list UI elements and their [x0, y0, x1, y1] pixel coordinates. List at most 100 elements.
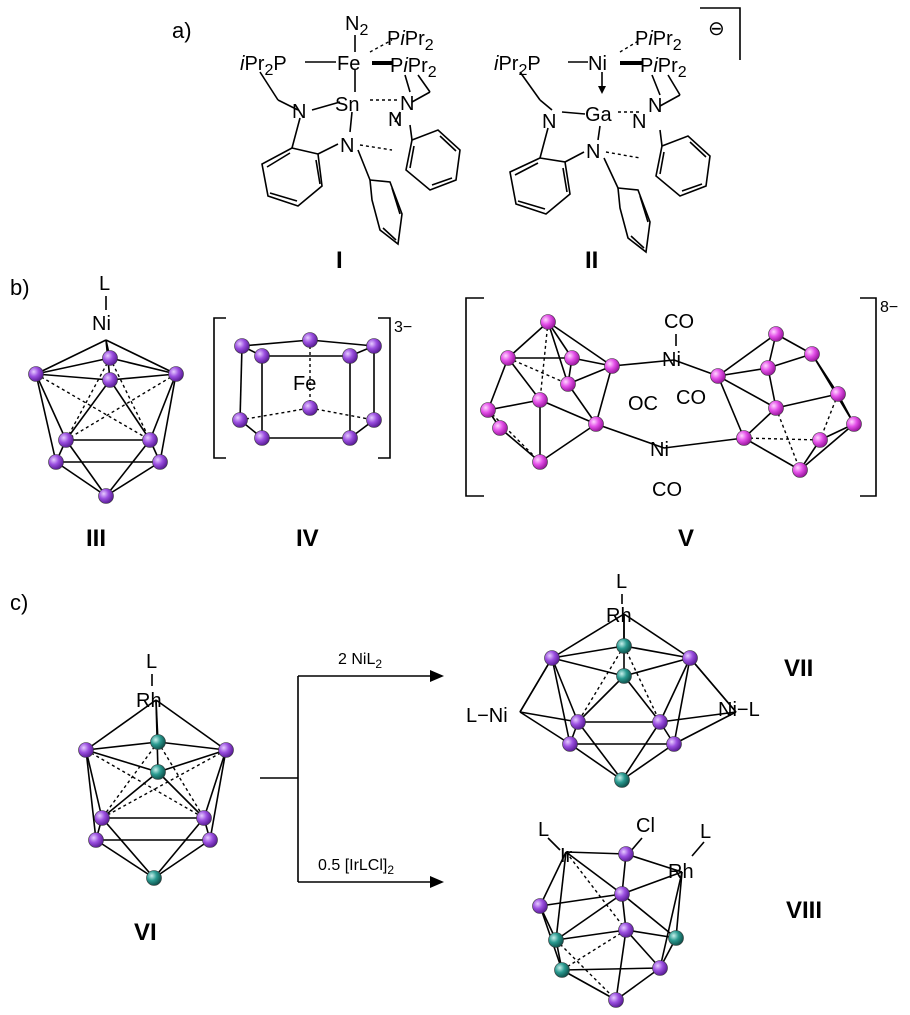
cluster-bond — [65, 379, 111, 441]
cluster-bond — [621, 743, 675, 781]
V-atom — [760, 360, 776, 376]
cluster-bond — [561, 929, 627, 971]
VI-atom — [146, 870, 162, 886]
cluster-bond — [539, 321, 549, 401]
II-n-right2: N — [632, 111, 646, 133]
cluster-bond — [555, 893, 623, 941]
VI-atom — [202, 832, 218, 848]
cluster-bond — [487, 409, 541, 463]
cluster-bond — [551, 657, 625, 677]
cluster-bond — [65, 373, 177, 441]
V-co1: CO — [664, 311, 694, 333]
V-atom — [710, 368, 726, 384]
I-pipr-left: iPr2P — [240, 53, 287, 79]
cluster-bond — [551, 657, 571, 745]
VIII-atom — [554, 962, 570, 978]
cluster-bond — [105, 339, 177, 375]
VII-atom — [544, 650, 560, 666]
cluster-bond — [625, 853, 683, 873]
V-atom — [588, 416, 604, 432]
IV-atom — [302, 332, 318, 348]
cluster-bond — [539, 399, 597, 425]
cluster-bond — [811, 353, 839, 395]
cluster-bond — [717, 375, 745, 439]
VI-atom — [196, 810, 212, 826]
V-atom — [768, 400, 784, 416]
cluster-bond — [663, 437, 745, 449]
V-atom — [736, 430, 752, 446]
cluster-bond — [551, 613, 625, 659]
III-atom — [98, 488, 114, 504]
cluster-bond — [547, 321, 569, 385]
cluster-bond — [507, 357, 541, 401]
cluster-bond — [595, 423, 665, 449]
cluster-bond — [717, 367, 769, 377]
VI-ligand: L — [146, 651, 157, 673]
cluster-bond — [659, 657, 691, 723]
VII-atom — [562, 736, 578, 752]
cluster-bond — [659, 871, 683, 969]
V-co2: CO — [676, 387, 706, 409]
V-atom — [804, 346, 820, 362]
cluster-bond — [539, 893, 623, 907]
cluster-bond — [487, 357, 509, 411]
II-pipr-top: PiPr2 — [635, 28, 682, 54]
cluster-bond — [673, 657, 691, 745]
cluster-bond — [309, 407, 375, 421]
cluster-bond — [623, 675, 661, 723]
III-metal: Ni — [92, 313, 111, 335]
V-atom — [792, 462, 808, 478]
II-n-right: N — [648, 95, 662, 117]
VI-atom — [150, 734, 166, 750]
cluster-bond — [35, 373, 57, 463]
cluster-bond — [565, 851, 627, 931]
cluster-bond — [717, 333, 777, 377]
cluster-bond — [673, 711, 737, 745]
III-atom — [28, 366, 44, 382]
III-ligand: L — [99, 273, 110, 295]
V-atom — [846, 416, 862, 432]
cluster-bond — [109, 373, 177, 381]
cluster-bond — [157, 741, 227, 751]
cluster-bond — [621, 871, 683, 895]
cluster-bond — [153, 839, 211, 879]
cluster-bond — [35, 373, 67, 441]
III-atom — [168, 366, 184, 382]
cluster-bond — [109, 357, 177, 375]
cluster-bond — [105, 439, 151, 497]
cluster-bond — [775, 393, 839, 409]
cluster-bond — [101, 771, 159, 819]
cluster-bond — [157, 771, 205, 819]
reaction-arrows: 2 NiL2 0.5 [IrLCl]2 — [260, 651, 444, 888]
III-atom — [102, 350, 118, 366]
IV-atom — [254, 430, 270, 446]
V-atom — [604, 358, 620, 374]
V-ni1: Ni — [662, 349, 681, 371]
cluster-bond — [577, 645, 625, 723]
cluster-bond — [623, 657, 691, 677]
I-n-right2: N — [388, 109, 402, 131]
cluster-bond — [799, 423, 855, 471]
cluster-bond — [95, 839, 155, 879]
I-n-right1: N — [400, 93, 414, 115]
cluster-bond — [621, 721, 661, 781]
VI-metal: Rh — [136, 690, 162, 712]
reagent-bottom: 0.5 [IrLCl]2 — [318, 857, 394, 877]
cluster-bond — [555, 851, 567, 941]
IV-charge: 3− — [394, 319, 412, 336]
VIII-atom — [548, 932, 564, 948]
cluster-bond — [241, 339, 311, 347]
VII-ni-left: L−Ni — [466, 705, 508, 727]
cluster-bond — [35, 373, 151, 441]
cluster-bond — [819, 393, 839, 441]
cluster-bond — [561, 967, 661, 971]
cluster-bond — [595, 365, 613, 425]
cluster-bond — [157, 741, 205, 819]
cluster-bond — [539, 851, 567, 907]
cluster-bond — [577, 675, 625, 723]
cluster-bond — [101, 817, 155, 879]
III-atom — [152, 454, 168, 470]
VIII-atom — [618, 922, 634, 938]
II-pipr-left: iPr2P — [494, 53, 541, 79]
V-charge: 8− — [880, 299, 898, 316]
